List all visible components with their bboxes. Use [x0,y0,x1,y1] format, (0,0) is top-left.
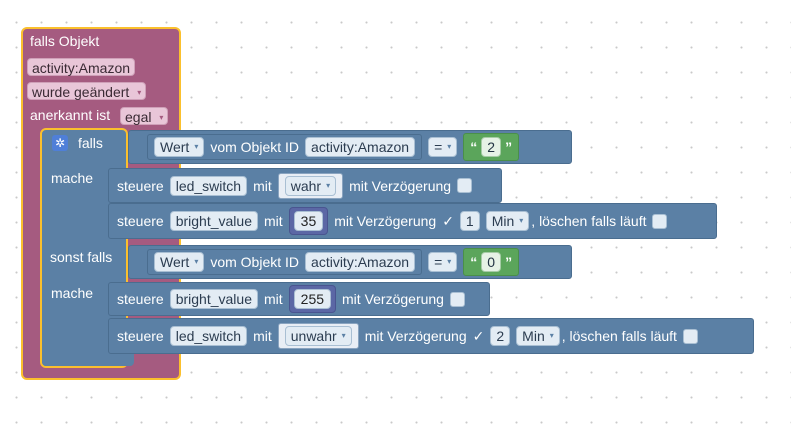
condition-2-compare-block[interactable]: Wert ▾ vom Objekt ID activity:Amazon = ▾… [128,245,572,279]
trigger-title: falls Objekt [30,33,100,49]
dropdown-arrow-icon: ▾ [194,142,199,151]
object-id-field[interactable]: activity:Amazon [305,252,416,272]
of-object-label: vom Objekt ID [210,139,300,155]
delay-label: mit Verzögerung [342,291,444,307]
action-label: steuere [117,177,164,194]
if-label: falls [78,135,103,151]
with-label: mit [263,213,283,229]
action-label: steuere [117,291,164,307]
variable-field[interactable]: led_switch [169,175,248,196]
trigger-ack-value: egal [125,109,152,125]
trigger-ack-label: anerkannt ist [30,107,111,123]
quote-close-icon: ” [505,139,513,155]
variable-field[interactable]: bright_value [169,289,258,309]
condition-2-value-block[interactable]: Wert ▾ vom Objekt ID activity:Amazon [147,249,423,275]
quote-open-icon: “ [470,254,478,270]
value-slot[interactable]: unwahr ▾ [277,323,359,349]
delay-amount-field[interactable]: 2 [490,326,511,346]
trigger-event-label: wurde geändert [32,84,130,100]
dropdown-arrow-icon: ▾ [341,331,346,340]
number-block[interactable]: 255 [288,285,337,313]
operator-dropdown[interactable]: = ▾ [428,252,458,272]
operator-dropdown[interactable]: = ▾ [428,137,458,157]
delay-check-icon[interactable]: ✓ [442,212,454,229]
dropdown-arrow-icon: ▾ [447,142,452,151]
if-block-bottom [42,352,134,366]
trigger-ack-dropdown[interactable]: egal ▾ [120,107,169,125]
set-state-block-4[interactable]: steuere led_switch mit unwahr ▾ mit Verz… [108,318,754,354]
value-dropdown[interactable]: Wert ▾ [154,252,205,272]
number-field[interactable]: 35 [293,211,324,231]
condition-1-compare-block[interactable]: Wert ▾ vom Objekt ID activity:Amazon = ▾… [128,130,572,164]
text-field-2[interactable]: 0 [481,252,502,272]
delay-amount-field[interactable]: 1 [459,211,480,231]
do-label-2: mache [51,285,94,301]
delay-unit-dropdown[interactable]: Min ▾ [485,211,530,231]
set-state-block-3[interactable]: steuere bright_value mit 255 mit Verzöge… [108,282,490,316]
number-field[interactable]: 255 [293,289,332,309]
with-label: mit [263,291,283,307]
clear-label: , löschen falls läuft [561,328,677,344]
delay-label: mit Verzögerung [364,328,467,344]
action-label: steuere [117,328,164,344]
delay-checkbox[interactable] [449,291,465,307]
action-label: steuere [117,213,164,229]
text-block-2[interactable]: “ 0 ” [463,248,520,276]
delay-label: mit Verzögerung [349,177,452,194]
clear-checkbox[interactable] [652,213,668,229]
clear-label: , löschen falls läuft [531,213,647,229]
with-label: mit [253,177,272,194]
dropdown-arrow-icon: ▾ [194,257,199,266]
trigger-event-dropdown[interactable]: wurde geändert ▾ [27,82,147,100]
boolean-dropdown[interactable]: wahr ▾ [284,175,337,196]
dropdown-arrow-icon: ▾ [159,113,164,123]
text-block-1[interactable]: “ 2 ” [463,133,520,161]
boolean-dropdown[interactable]: unwahr ▾ [284,326,352,346]
delay-label: mit Verzögerung [334,213,437,229]
gear-icon[interactable]: ✲ [52,135,68,151]
number-block[interactable]: 35 [288,207,329,235]
do-label-1: mache [51,170,94,186]
set-state-block-2[interactable]: steuere bright_value mit 35 mit Verzöger… [108,203,717,239]
set-state-block-1[interactable]: steuere led_switch mit wahr ▾ mit Verzög… [108,168,502,203]
elseif-label: sonst falls [50,249,113,265]
quote-open-icon: “ [470,139,478,155]
value-dropdown[interactable]: Wert ▾ [154,137,205,157]
with-label: mit [253,328,272,344]
condition-1-value-block[interactable]: Wert ▾ vom Objekt ID activity:Amazon [147,134,423,160]
variable-field[interactable]: bright_value [169,211,258,231]
dropdown-arrow-icon: ▾ [447,257,452,266]
text-field-1[interactable]: 2 [481,137,502,157]
quote-close-icon: ” [505,254,513,270]
clear-checkbox[interactable] [682,328,698,344]
delay-unit-dropdown[interactable]: Min ▾ [516,326,560,346]
trigger-block-bottom [21,366,181,380]
variable-field[interactable]: led_switch [169,326,248,346]
object-id-field[interactable]: activity:Amazon [305,137,416,157]
dropdown-arrow-icon: ▾ [137,88,142,98]
trigger-object-id: activity:Amazon [32,60,131,76]
dropdown-arrow-icon: ▾ [519,216,524,225]
trigger-object-id-field[interactable]: activity:Amazon [27,58,136,76]
delay-check-icon[interactable]: ✓ [472,327,485,344]
dropdown-arrow-icon: ▾ [326,180,331,190]
delay-checkbox[interactable] [457,178,473,193]
value-slot[interactable]: wahr ▾ [277,172,344,199]
of-object-label: vom Objekt ID [210,254,300,270]
dropdown-arrow-icon: ▾ [549,331,554,340]
